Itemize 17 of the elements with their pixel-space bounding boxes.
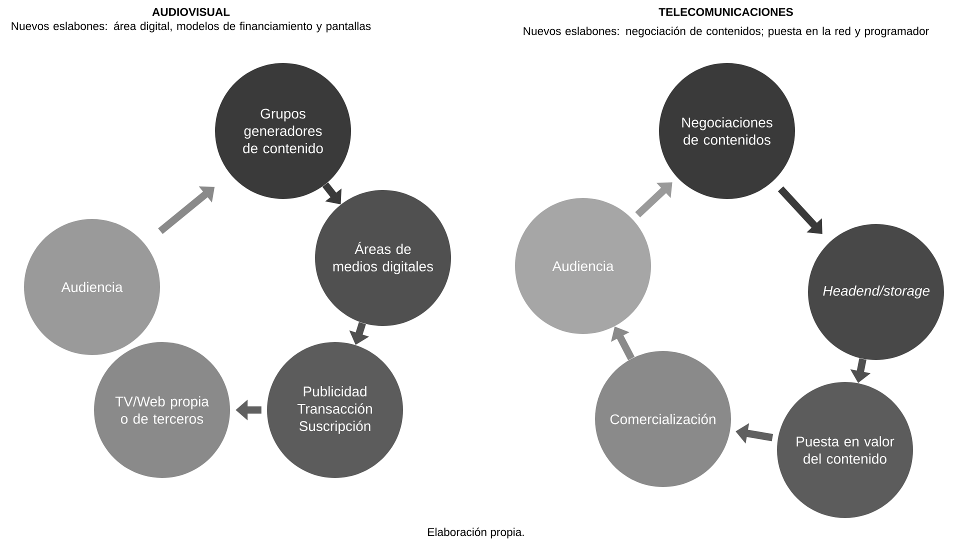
- circle-node: TV/Web propia o de terceros: [94, 342, 230, 478]
- circle-node: Negociaciones de contenidos: [659, 63, 795, 199]
- circle-node: Áreas de medios digitales: [315, 190, 451, 326]
- circle-node: Comercialización: [595, 351, 731, 487]
- circle-node: Audiencia: [515, 198, 651, 334]
- caption: Elaboración propia.: [428, 528, 524, 538]
- arrow: [635, 182, 672, 218]
- circle-node: Headend/storage: [808, 224, 944, 360]
- circle-node: Publicidad Transacción Suscripción: [267, 342, 403, 478]
- circle-node: Puesta en valor del contenido: [777, 382, 913, 518]
- heading: AUDIOVISUAL: [152, 8, 230, 16]
- arrow: [322, 182, 342, 204]
- circle-node: Grupos generadores de contenido: [215, 63, 351, 199]
- subheading: Nuevos eslabones: área digital, modelos de financiamiento y pantallas: [12, 22, 371, 32]
- heading: TELECOMUNICACIONES: [658, 8, 793, 16]
- circle-node: Audiencia: [24, 219, 160, 355]
- subheading: Nuevos eslabones: negociación de contenidos; puesta en la red y programador: [524, 26, 929, 38]
